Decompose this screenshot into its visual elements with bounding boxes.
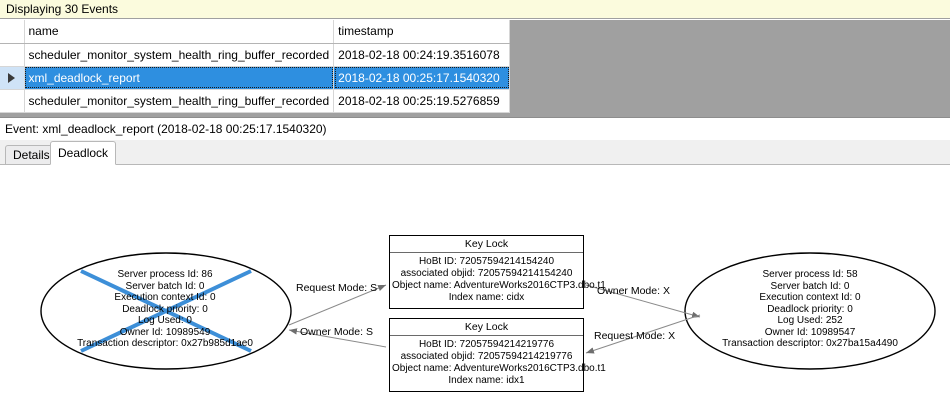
edge-request-mode-s <box>288 284 387 326</box>
current-row-arrow-icon <box>8 72 15 83</box>
resource-line: associated objid: 72057594214219776 <box>400 351 573 362</box>
resource-line: Index name: cidx <box>448 292 525 303</box>
row-selector-cell[interactable] <box>0 43 25 67</box>
row-selector-cell[interactable] <box>0 89 25 113</box>
edge-owner-mode-s <box>288 328 387 348</box>
events-grid[interactable]: name timestamp scheduler_monitor_system_… <box>0 20 950 118</box>
events-table: name timestamp scheduler_monitor_system_… <box>0 20 511 113</box>
edge-label-request-mode-x: Request Mode: X <box>594 330 676 342</box>
resource-line: HoBt ID: 72057594214154240 <box>418 256 555 267</box>
cell-name[interactable]: scheduler_monitor_system_health_ring_buf… <box>24 43 335 67</box>
deadlock-graph-svg <box>40 252 936 370</box>
table-header-row: name timestamp <box>0 20 511 44</box>
resource-node-keylock-bottom[interactable]: Key Lock HoBt ID: 72057594214219776 asso… <box>389 318 606 392</box>
edge-label-request-mode-s: Request Mode: S <box>296 282 378 294</box>
resource-node-keylock-top[interactable]: Key Lock HoBt ID: 72057594214154240 asso… <box>389 235 606 309</box>
edge-label-owner-mode-s: Owner Mode: S <box>300 326 373 338</box>
selected-event-title: Event: xml_deadlock_report (2018-02-18 0… <box>0 119 950 140</box>
cell-timestamp[interactable]: 2018-02-18 00:25:19.5276859 <box>333 89 511 113</box>
cell-name[interactable]: scheduler_monitor_system_health_ring_buf… <box>24 89 335 113</box>
tab-deadlock[interactable]: Deadlock <box>50 141 117 165</box>
resource-body: HoBt ID: 72057594214154240 associated ob… <box>390 253 606 308</box>
resource-line: HoBt ID: 72057594214219776 <box>418 339 555 350</box>
process-node-right[interactable] <box>684 252 936 370</box>
resource-line: Index name: idx1 <box>448 375 525 386</box>
resource-title: Key Lock <box>390 319 583 336</box>
resource-line: Object name: AdventureWorks2016CTP3.dbo.… <box>392 363 606 374</box>
edge-label-owner-mode-x: Owner Mode: X <box>597 285 670 297</box>
deadlock-graph-canvas[interactable]: Server process Id: 86 Server batch Id: 0… <box>0 164 950 400</box>
resource-title: Key Lock <box>390 236 583 253</box>
detail-tabstrip: Details Deadlock <box>0 140 950 165</box>
edge-request-mode-x <box>585 314 701 354</box>
events-count-banner: Displaying 30 Events <box>0 0 950 19</box>
table-row[interactable]: xml_deadlock_report 2018-02-18 00:25:17.… <box>0 66 511 90</box>
victim-x-mark-icon <box>80 269 252 353</box>
resource-body: HoBt ID: 72057594214219776 associated ob… <box>390 336 606 391</box>
cell-timestamp[interactable]: 2018-02-18 00:25:17.1540320 <box>333 66 511 90</box>
column-header-name[interactable]: name <box>24 20 335 44</box>
row-selector-cell[interactable] <box>0 66 25 90</box>
edge-owner-mode-x <box>585 284 701 318</box>
resource-line: Object name: AdventureWorks2016CTP3.dbo.… <box>392 280 606 291</box>
cell-timestamp[interactable]: 2018-02-18 00:24:19.3516078 <box>333 43 511 67</box>
table-row[interactable]: scheduler_monitor_system_health_ring_buf… <box>0 89 511 113</box>
table-row[interactable]: scheduler_monitor_system_health_ring_buf… <box>0 43 511 67</box>
column-header-timestamp[interactable]: timestamp <box>333 20 511 44</box>
row-selector-header <box>0 20 25 44</box>
resource-line: associated objid: 72057594214154240 <box>400 268 573 279</box>
cell-name[interactable]: xml_deadlock_report <box>24 66 335 90</box>
